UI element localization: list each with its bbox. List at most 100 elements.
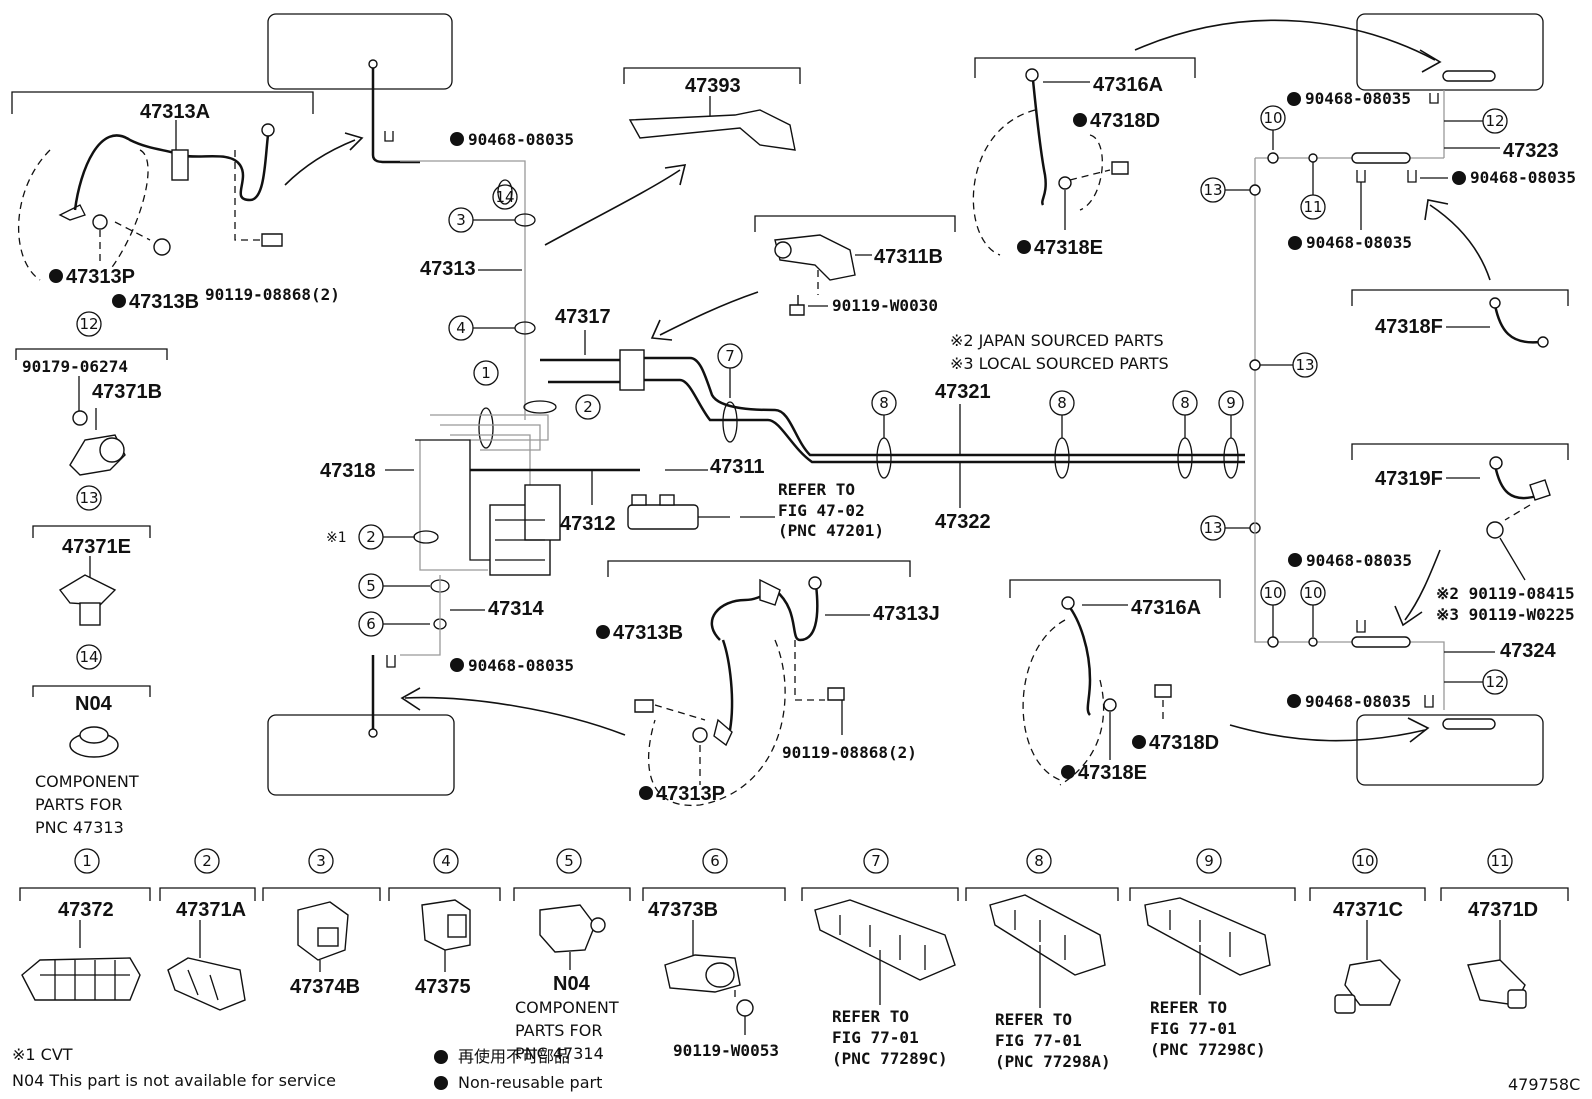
clip-n04-icon [539, 904, 596, 953]
label-47375[interactable]: 47375 [415, 976, 471, 998]
label-47371b[interactable]: 47371B [92, 381, 162, 403]
label-47374b[interactable]: 47374B [290, 976, 360, 998]
label-47371e[interactable]: 47371E [62, 536, 131, 558]
rear-line-end-a-icon [1442, 70, 1496, 82]
label-47313p[interactable]: 47313P [66, 266, 135, 288]
label-47312[interactable]: 47312 [560, 513, 616, 535]
label-47317[interactable]: 47317 [555, 306, 611, 328]
circle-11b-label: 11 [1303, 198, 1322, 216]
group-47319f: 47319F ※2 90119-08415 ※3 90119-W0225 [1351, 443, 1575, 627]
group-lower-center: 5 6 47314 90468-08035 47313J 47313B [267, 560, 940, 806]
label-47322[interactable]: 47322 [935, 511, 991, 533]
ref-fig4702-line1: REFER TO [778, 480, 855, 499]
ref-fig4702-line2: FIG 47-02 [778, 501, 865, 520]
label-90119-08415[interactable]: ※2 90119-08415 [1436, 584, 1575, 603]
label-47393[interactable]: 47393 [685, 75, 741, 97]
group-abs: 47317 1 2 47318 47311 47312 REFER TO FIG… [320, 306, 1245, 576]
group-top-tank: 90468-08035 14 3 47313 4 [267, 13, 574, 420]
label-90119-08868-a[interactable]: 90119-08868(2) [205, 285, 340, 304]
label-47313b-c[interactable]: 47313B [613, 622, 683, 644]
label-47318e-b[interactable]: 47318E [1078, 762, 1147, 784]
label-47313a[interactable]: 47313A [140, 101, 210, 123]
label-47318d-a[interactable]: 47318D [1090, 110, 1160, 132]
label-47318d-b[interactable]: 47318D [1149, 732, 1219, 754]
ref-fig4702-line3: (PNC 47201) [778, 521, 884, 540]
label-47318[interactable]: 47318 [320, 460, 376, 482]
clamp-7-icon [814, 899, 956, 981]
circle-8-label: 8 [1034, 852, 1044, 870]
label-90468-08035-f[interactable]: 90468-08035 [1306, 551, 1412, 570]
bolt-47313b-icon [153, 238, 171, 256]
proportioning-valve-icon [619, 349, 645, 391]
circle-3b-label: 3 [456, 211, 466, 229]
group-left-column: 12 90179-06274 47371B 13 47371E 14 N04 C… [15, 311, 168, 837]
clamp-9-icon [1144, 897, 1271, 976]
circle-9-label: 9 [1204, 852, 1214, 870]
label-47371a[interactable]: 47371A [176, 899, 246, 921]
label-47314[interactable]: 47314 [488, 598, 544, 620]
label-90468-08035-g[interactable]: 90468-08035 [1305, 692, 1411, 711]
circle-2c-label: 2 [366, 528, 376, 546]
bolt-90119-w0053-icon [736, 999, 754, 1017]
group-lower-right-hose: 47316A 47318D 47318E [1009, 579, 1221, 786]
component-b-line3: PNC 47314 [515, 1044, 604, 1063]
label-47373b[interactable]: 47373B [648, 899, 718, 921]
label-n04-a[interactable]: N04 [75, 693, 113, 715]
label-90119-w0030[interactable]: 90119-W0030 [832, 296, 938, 315]
circle-5-label: 5 [564, 852, 574, 870]
component-b-line2: PARTS FOR [515, 1021, 602, 1040]
bolt-47318d-b-icon [1154, 684, 1172, 698]
label-90468-08035-b[interactable]: 90468-08035 [468, 656, 574, 675]
group-47313a: 47313A 47313P 47313B 90119-08868(2) [11, 91, 340, 313]
ref-c8-line1: REFER TO [995, 1010, 1072, 1029]
circle-10b-label: 10 [1263, 109, 1282, 127]
label-47316a-b[interactable]: 47316A [1131, 597, 1201, 619]
label-47321[interactable]: 47321 [935, 381, 991, 403]
circle-7b-label: 7 [725, 347, 735, 365]
label-90179-06274[interactable]: 90179-06274 [22, 357, 128, 376]
group-bottom-row: 1 47372 2 47371A 3 47374B 4 47375 5 [19, 848, 1569, 1071]
diagram-code: 479758C [1508, 1075, 1580, 1094]
circle-13d-label: 13 [1295, 356, 1314, 374]
ref-c8-line2: FIG 77-01 [995, 1031, 1082, 1050]
label-47319f[interactable]: 47319F [1375, 468, 1443, 490]
group-47318f: 47318F 13 [1249, 289, 1569, 378]
label-90119-w0225[interactable]: ※3 90119-W0225 [1436, 605, 1575, 624]
label-47311b[interactable]: 47311B [874, 246, 943, 268]
label-47313b[interactable]: 47313B [129, 291, 199, 313]
label-90468-08035-e[interactable]: 90468-08035 [1306, 233, 1412, 252]
label-47313p-c[interactable]: 47313P [656, 783, 725, 805]
label-47372[interactable]: 47372 [58, 899, 114, 921]
label-90468-08035-c[interactable]: 90468-08035 [1305, 89, 1411, 108]
circle-13e-label: 13 [1203, 519, 1222, 537]
label-90119-08868-c[interactable]: 90119-08868(2) [782, 743, 917, 762]
label-47313[interactable]: 47313 [420, 258, 476, 280]
label-47323[interactable]: 47323 [1503, 140, 1559, 162]
ref-c7-line3: (PNC 77289C) [832, 1049, 948, 1068]
label-90468-08035-d[interactable]: 90468-08035 [1470, 168, 1576, 187]
label-47371c[interactable]: 47371C [1333, 899, 1403, 921]
label-n04-b[interactable]: N04 [553, 973, 591, 995]
label-47318e-a[interactable]: 47318E [1034, 237, 1103, 259]
label-90468-08035-a[interactable]: 90468-08035 [468, 130, 574, 149]
washer-c-icon [692, 727, 708, 743]
circle-9b-label: 9 [1226, 394, 1236, 412]
hose-fitting-icon [261, 123, 275, 137]
label-90119-w0053[interactable]: 90119-W0053 [673, 1041, 779, 1060]
label-47324[interactable]: 47324 [1500, 640, 1556, 662]
ref-c9-line1: REFER TO [1150, 998, 1227, 1017]
note-nonreuse-jp: 再使用不可部品 [458, 1047, 570, 1066]
circle-6-label: 6 [710, 852, 720, 870]
circle-14b-label: 14 [495, 188, 514, 206]
circle-8c-label: 8 [1057, 394, 1067, 412]
label-47311[interactable]: 47311 [710, 456, 765, 478]
label-47316a-a[interactable]: 47316A [1093, 74, 1163, 96]
note-local: ※3 LOCAL SOURCED PARTS [950, 354, 1169, 373]
label-47313j[interactable]: 47313J [873, 603, 940, 625]
label-47318f[interactable]: 47318F [1375, 316, 1443, 338]
bolt-icon [261, 233, 283, 247]
pipe-47323-icon [1351, 152, 1411, 164]
label-47371d[interactable]: 47371D [1468, 899, 1538, 921]
ref-c8-line3: (PNC 77298A) [995, 1052, 1111, 1071]
footnotes: ※1 CVT N04 This part is not available fo… [12, 1045, 1580, 1094]
